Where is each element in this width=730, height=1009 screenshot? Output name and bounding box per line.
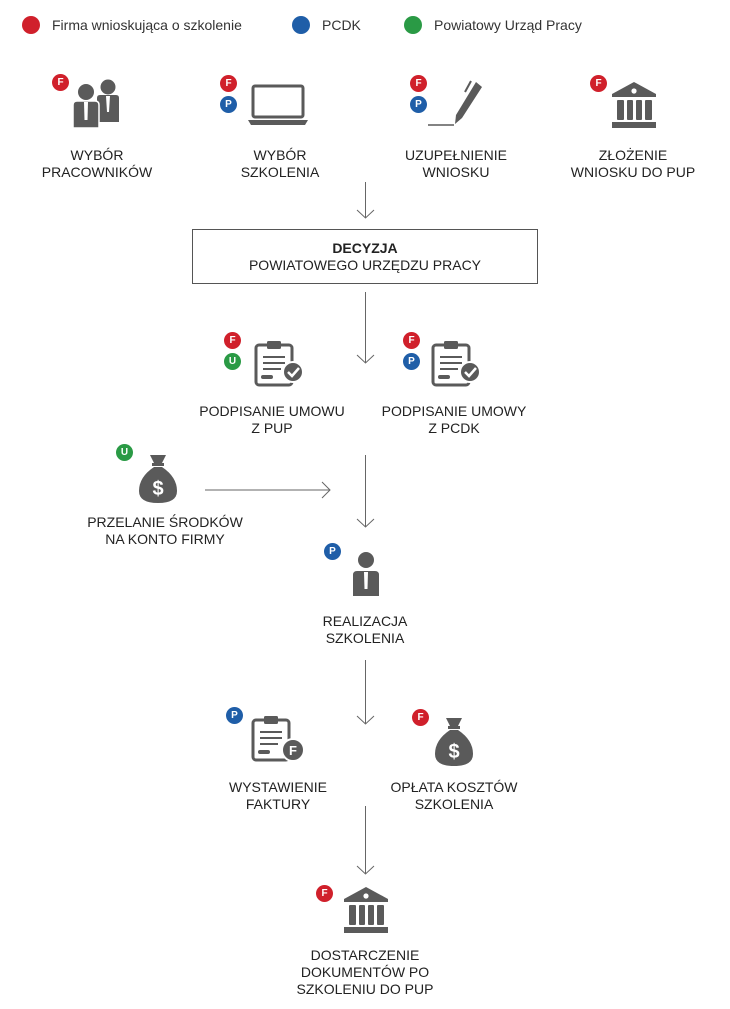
step-podpisanie-pup: PODPISANIE UMOWU Z PUP [199, 403, 345, 436]
step-przelanie-srodkow: PRZELANIE ŚRODKÓW NA KONTO FIRMY [87, 514, 243, 547]
step-wybor-pracownikow: WYBÓR PRACOWNIKÓW [41, 147, 153, 180]
clipboard-check-icon [431, 341, 481, 387]
step-wystawienie-faktury: WYSTAWIENIE FAKTURY [229, 779, 327, 812]
decision-title: DECYZJA [332, 240, 398, 256]
legend-label-pcdk: PCDK [322, 17, 361, 33]
badge-firma: F [316, 885, 333, 902]
arrowhead-1 [356, 209, 375, 219]
arrowhead-5 [356, 865, 375, 875]
bank-icon [344, 887, 388, 933]
legend-pup: Powiatowy Urząd Pracy [404, 14, 582, 36]
money-bag-icon: $ [139, 455, 177, 503]
badge-firma: F [412, 709, 429, 726]
badge-firma: F [410, 75, 427, 92]
legend-dot-blue [292, 16, 310, 34]
step-zlozenie-wniosku: ZŁOŻENIE WNIOSKU DO PUP [570, 147, 696, 180]
svg-text:$: $ [448, 741, 459, 763]
step-uzupelnienie-wniosku: UZUPEŁNIENIE WNIOSKU [405, 147, 507, 180]
arrowhead-transfer [321, 481, 331, 499]
legend-dot-red [22, 16, 40, 34]
badge-firma: F [403, 332, 420, 349]
badge-firma: F [224, 332, 241, 349]
badge-pcdk: P [324, 543, 341, 560]
badge-pcdk: P [403, 353, 420, 370]
arrowhead-3 [356, 518, 375, 528]
svg-text:$: $ [152, 478, 163, 500]
badge-pcdk: P [226, 707, 243, 724]
clipboard-invoice-icon: F [251, 716, 305, 762]
arrowhead-4 [356, 715, 375, 725]
badge-firma: F [590, 75, 607, 92]
legend-label-firma: Firma wnioskująca o szkolenie [52, 17, 242, 33]
laptop-icon [248, 84, 308, 125]
badge-pcdk: P [410, 96, 427, 113]
people-icon [72, 79, 119, 129]
pen-icon [428, 80, 482, 126]
clipboard-check-icon [254, 341, 304, 387]
badge-pcdk: P [220, 96, 237, 113]
step-podpisanie-pcdk: PODPISANIE UMOWY Z PCDK [381, 403, 527, 436]
step-realizacja: REALIZACJA SZKOLENIA [322, 613, 408, 646]
legend-label-pup: Powiatowy Urząd Pracy [434, 17, 582, 33]
decision-subtitle: POWIATOWEGO URZĘDZU PRACY [248, 257, 482, 273]
legend-dot-green [404, 16, 422, 34]
badge-pup: U [224, 353, 241, 370]
money-bag-icon: $ [435, 718, 473, 766]
step-dostarczenie: DOSTARCZENIE DOKUMENTÓW PO SZKOLENIU DO … [296, 947, 434, 997]
bank-icon [612, 82, 656, 128]
arrowhead-2 [356, 354, 375, 364]
svg-text:F: F [289, 743, 297, 758]
badge-firma: F [220, 75, 237, 92]
step-oplata-kosztow: OPŁATA KOSZTÓW SZKOLENIA [390, 779, 518, 812]
step-wybor-szkolenia: WYBÓR SZKOLENIA [240, 147, 320, 180]
decision-box: DECYZJA POWIATOWEGO URZĘDZU PRACY [192, 229, 538, 284]
legend-firma: Firma wnioskująca o szkolenie [22, 14, 242, 36]
badge-firma: F [52, 74, 69, 91]
legend-pcdk: PCDK [292, 14, 361, 36]
badge-pup: U [116, 444, 133, 461]
person-icon [353, 552, 379, 596]
